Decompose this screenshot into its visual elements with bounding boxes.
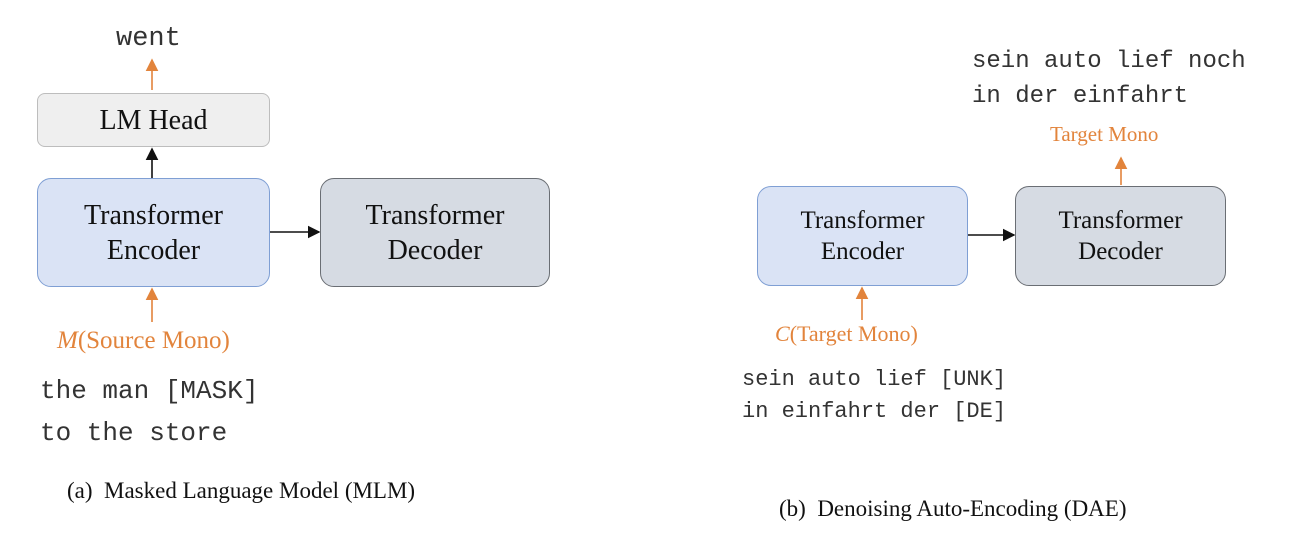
dae-decoder-label-2: Decoder [1078, 238, 1163, 265]
mlm-encoder-label-1: Transformer [84, 199, 223, 231]
mlm-encoder-label-2: Encoder [106, 234, 201, 266]
mlm-input-label-rest: (Source Mono) [77, 327, 230, 354]
dae-input-line-1: sein auto lief [UNK] [742, 367, 1007, 392]
mlm-caption: (a) Masked Language Model (MLM) [67, 478, 416, 503]
mlm-decoder-label-2: Decoder [387, 234, 483, 266]
mlm-input-line-2: to the store [40, 418, 228, 448]
dae-input-text: sein auto lief [UNK] in einfahrt der [DE] [742, 364, 1006, 428]
dae-input-line-2: in einfahrt der [DE] [742, 399, 1007, 424]
dae-output-line-2: in der einfahrt [972, 83, 1189, 110]
mlm-input-line-1: the man [MASK] [40, 376, 259, 406]
mlm-input-label: M(Source Mono) [57, 327, 230, 355]
dae-decoder-label-1: Transformer [1058, 206, 1183, 234]
mlm-decoder-label-1: Transformer [365, 199, 505, 231]
dae-output-text: sein auto lief noch in der einfahrt [972, 44, 1246, 114]
mlm-input-text: the man [MASK] to the store [40, 370, 258, 454]
dae-output-label: Target Mono [1050, 122, 1159, 146]
mlm-output-token: went [116, 24, 181, 54]
dae-caption: (b) Denoising Auto-Encoding (DAE) [779, 496, 1127, 521]
lm-head-label: LM Head [99, 104, 208, 136]
dae-encoder-label-1: Transformer [800, 206, 925, 234]
dae-encoder-label-2: Encoder [820, 238, 905, 265]
lm-head-box: LM Head [37, 93, 270, 147]
mlm-input-label-fn: M [57, 327, 78, 354]
dae-output-line-1: sein auto lief noch [972, 48, 1246, 75]
dae-input-label: C(Target Mono) [775, 321, 918, 347]
dae-input-label-fn: C [775, 321, 790, 346]
dae-input-label-rest: (Target Mono) [789, 321, 918, 346]
